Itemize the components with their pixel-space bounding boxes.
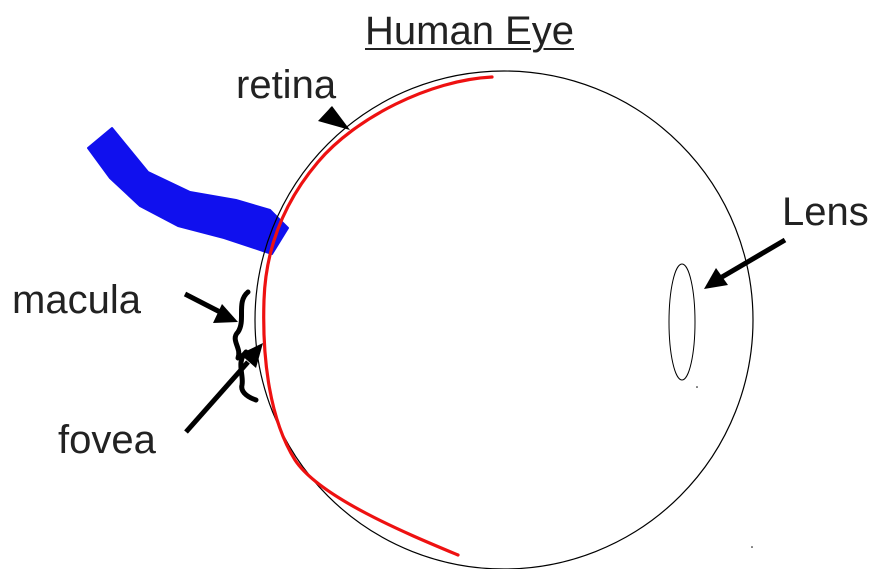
fovea-bracket [238, 349, 259, 403]
retina-line [262, 75, 494, 557]
diagram-title: Human Eye [365, 9, 574, 53]
retina-arrow [318, 106, 350, 130]
speck [696, 386, 698, 388]
lens-arrow [704, 237, 787, 289]
macula-arrow [183, 291, 238, 323]
macula-label: macula [12, 278, 141, 322]
optic-nerve [87, 127, 289, 255]
lens-label: Lens [782, 190, 869, 234]
lens-shape [668, 263, 696, 381]
fovea-arrow [184, 343, 263, 434]
retina-label: retina [236, 63, 337, 107]
speck [751, 546, 753, 548]
fovea-label: fovea [58, 418, 156, 462]
eyeball-outline [254, 70, 754, 569]
macula-bracket [232, 289, 251, 361]
